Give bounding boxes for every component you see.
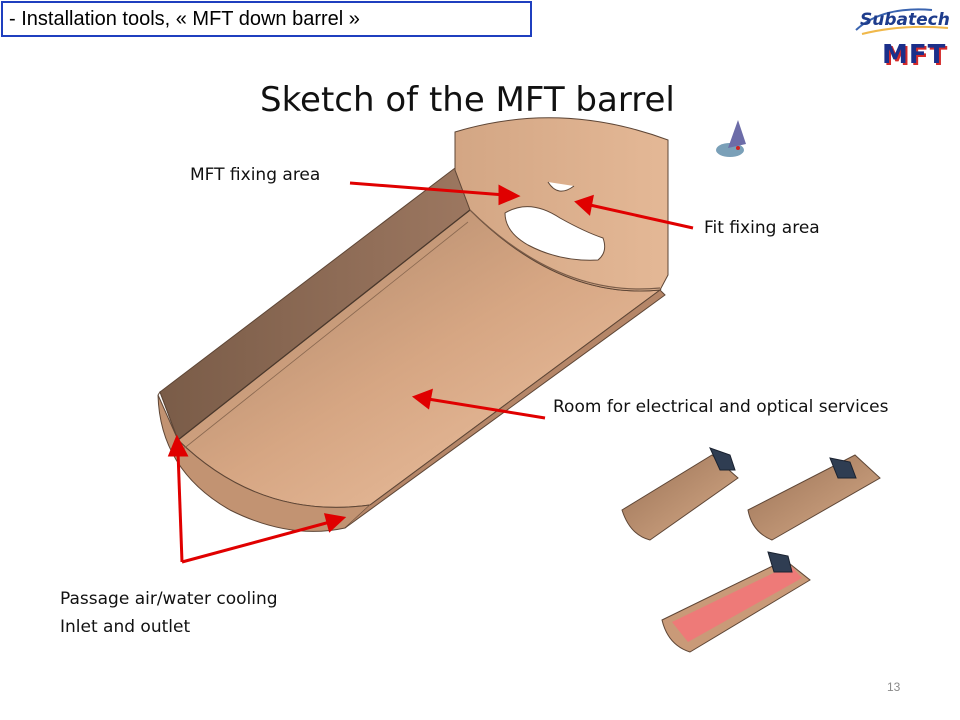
axis-icon [716,120,746,157]
slide-title: Sketch of the MFT barrel [260,80,675,120]
label-mft-fixing-area: MFT fixing area [190,165,321,185]
label-passage-line2: Inlet and outlet [60,617,191,637]
subatech-logo: Subatech [852,4,952,40]
barrel-main [157,117,669,532]
mft-logo: MFT [882,40,947,70]
label-room-services: Room for electrical and optical services [553,397,889,417]
mini-barrel-2 [747,454,881,541]
slide-header: - Installation tools, « MFT down barrel … [1,1,532,37]
mini-barrel-1 [621,447,739,541]
mini-barrel-3 [661,551,811,653]
annotation-arrows [167,181,694,564]
page-number: 13 [887,680,901,694]
label-passage-line1: Passage air/water cooling [60,589,278,609]
label-fit-fixing-area: Fit fixing area [704,218,820,238]
